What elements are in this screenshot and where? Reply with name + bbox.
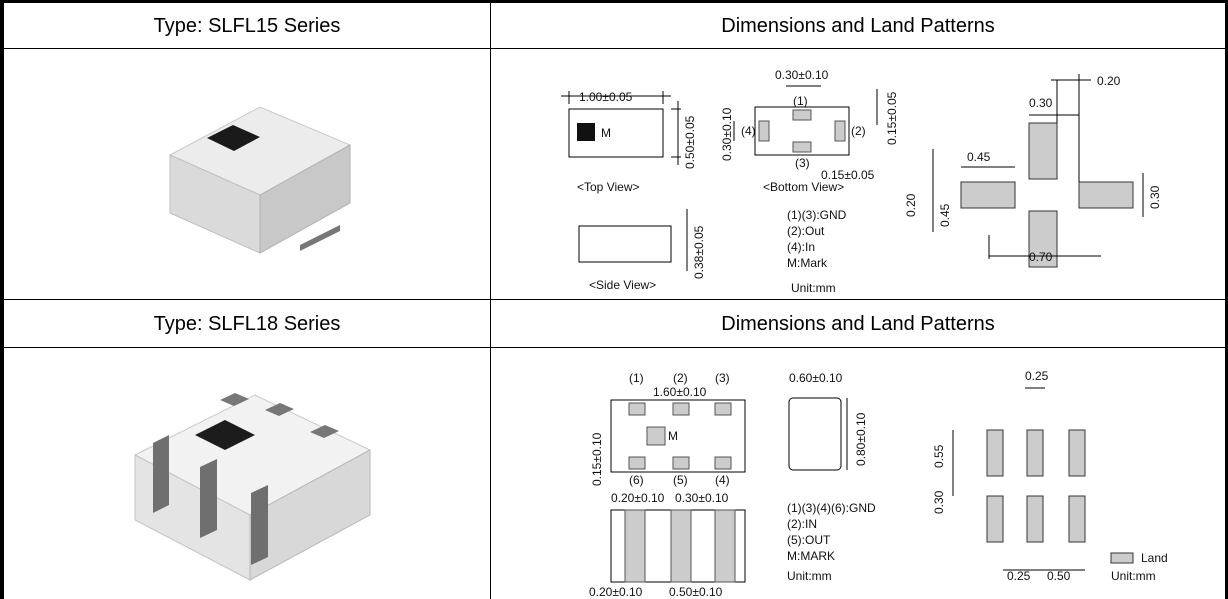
land-dim: 0.45 <box>938 203 952 227</box>
row-divider <box>0 299 1228 300</box>
pin-4: (4) <box>741 124 756 138</box>
slfl15-pad-width: 0.30±0.10 <box>775 68 829 82</box>
legend-line: (2):Out <box>787 224 825 238</box>
pin-2: (2) <box>851 124 866 138</box>
pin-4: (4) <box>715 473 730 487</box>
slfl15-side-pad: 0.15±0.05 <box>885 91 899 145</box>
land-pad <box>1028 210 1058 268</box>
land-legend-swatch <box>1110 552 1134 564</box>
slfl15-bottom-pad: 0.15±0.05 <box>821 168 875 182</box>
legend-line: (2):IN <box>787 517 817 531</box>
row-divider <box>0 48 1228 49</box>
table-border-top <box>0 0 1228 3</box>
slfl15-side-height: 0.38±0.05 <box>692 225 706 279</box>
dims-header-slfl15: Dimensions and Land Patterns <box>491 3 1225 49</box>
slfl15-dimension-drawing: 1.00±0.05 M 0.50±0.05 <Top View> 0.30±0.… <box>561 68 1162 295</box>
slfl15-side-view <box>578 225 672 263</box>
slfl15-product-image <box>168 106 352 254</box>
legend-line: (1)(3):GND <box>787 208 847 222</box>
slfl18-dim: 0.50±0.10 <box>669 585 723 598</box>
slfl18-dim: 0.20±0.10 <box>589 585 643 598</box>
land-pad <box>1078 181 1134 209</box>
bottom-view-caption: <Bottom View> <box>763 180 844 194</box>
land-dim: 0.25 <box>1007 569 1031 583</box>
pin-3: (3) <box>715 371 730 385</box>
unit-label: Unit:mm <box>791 281 836 295</box>
land-pad <box>960 181 1016 209</box>
mark-square <box>577 123 595 141</box>
land-dim: 0.20 <box>1097 74 1121 88</box>
land-dim: 0.25 <box>1025 369 1049 383</box>
slfl18-top-width: 1.60±0.10 <box>653 385 707 399</box>
row-divider <box>0 347 1228 348</box>
land-dim: 0.30 <box>1029 96 1053 110</box>
legend-line: (1)(3)(4)(6):GND <box>787 501 876 515</box>
dims-label: Dimensions and Land Patterns <box>721 312 995 335</box>
land-dim: 0.20 <box>904 193 918 217</box>
slfl18-side-h: 0.80±0.10 <box>854 412 868 466</box>
land-dim: 0.30 <box>932 490 946 514</box>
legend-line: (4):In <box>787 240 815 254</box>
land-legend: Land <box>1141 551 1168 565</box>
land-dim: 0.50 <box>1047 569 1071 583</box>
slfl18-product-image <box>133 393 372 581</box>
unit-label: Unit:mm <box>787 569 832 583</box>
type-header-slfl15: Type: SLFL15 Series <box>4 3 490 49</box>
legend-line: M:Mark <box>787 256 828 270</box>
pin-1: (1) <box>629 371 644 385</box>
type-header-slfl18: Type: SLFL18 Series <box>4 301 490 347</box>
mark-label: M <box>668 429 678 443</box>
side-view-caption: <Side View> <box>589 278 656 292</box>
slfl18-dimension-drawing: (1) (2) (3) 1.60±0.10 M (6) (5) (4) 0.15… <box>589 369 1168 598</box>
pin-1: (1) <box>793 94 808 108</box>
land-pad <box>1028 122 1058 180</box>
dims-label: Dimensions and Land Patterns <box>721 14 995 37</box>
slfl18-side-w: 0.60±0.10 <box>789 371 843 385</box>
dims-header-slfl18: Dimensions and Land Patterns <box>491 301 1225 347</box>
unit-label: Unit:mm <box>1111 569 1156 583</box>
pin-5: (5) <box>673 473 688 487</box>
slfl15-top-width: 1.00±0.05 <box>579 90 633 104</box>
type-label: Type: SLFL15 Series <box>153 14 341 37</box>
slfl18-dim: 0.20±0.10 <box>611 491 665 505</box>
pin-3: (3) <box>795 156 810 170</box>
slfl18-dim: 0.30±0.10 <box>675 491 729 505</box>
slfl15-top-height: 0.50±0.05 <box>683 115 697 169</box>
top-view-caption: <Top View> <box>577 180 640 194</box>
legend-line: (5):OUT <box>787 533 831 547</box>
mark-label: M <box>601 126 611 140</box>
land-dim: 0.45 <box>967 150 991 164</box>
slfl15-pad-len: 0.30±0.10 <box>720 107 734 161</box>
type-label: Type: SLFL18 Series <box>153 312 341 335</box>
land-dim: 0.30 <box>1148 185 1162 209</box>
pin-6: (6) <box>629 473 644 487</box>
slfl18-edge: 0.15±0.10 <box>590 432 604 486</box>
land-dim: 0.70 <box>1029 250 1053 264</box>
pin-2: (2) <box>673 371 688 385</box>
slfl18-side-view <box>788 397 842 471</box>
land-dim: 0.55 <box>932 444 946 468</box>
legend-line: M:MARK <box>787 549 835 563</box>
